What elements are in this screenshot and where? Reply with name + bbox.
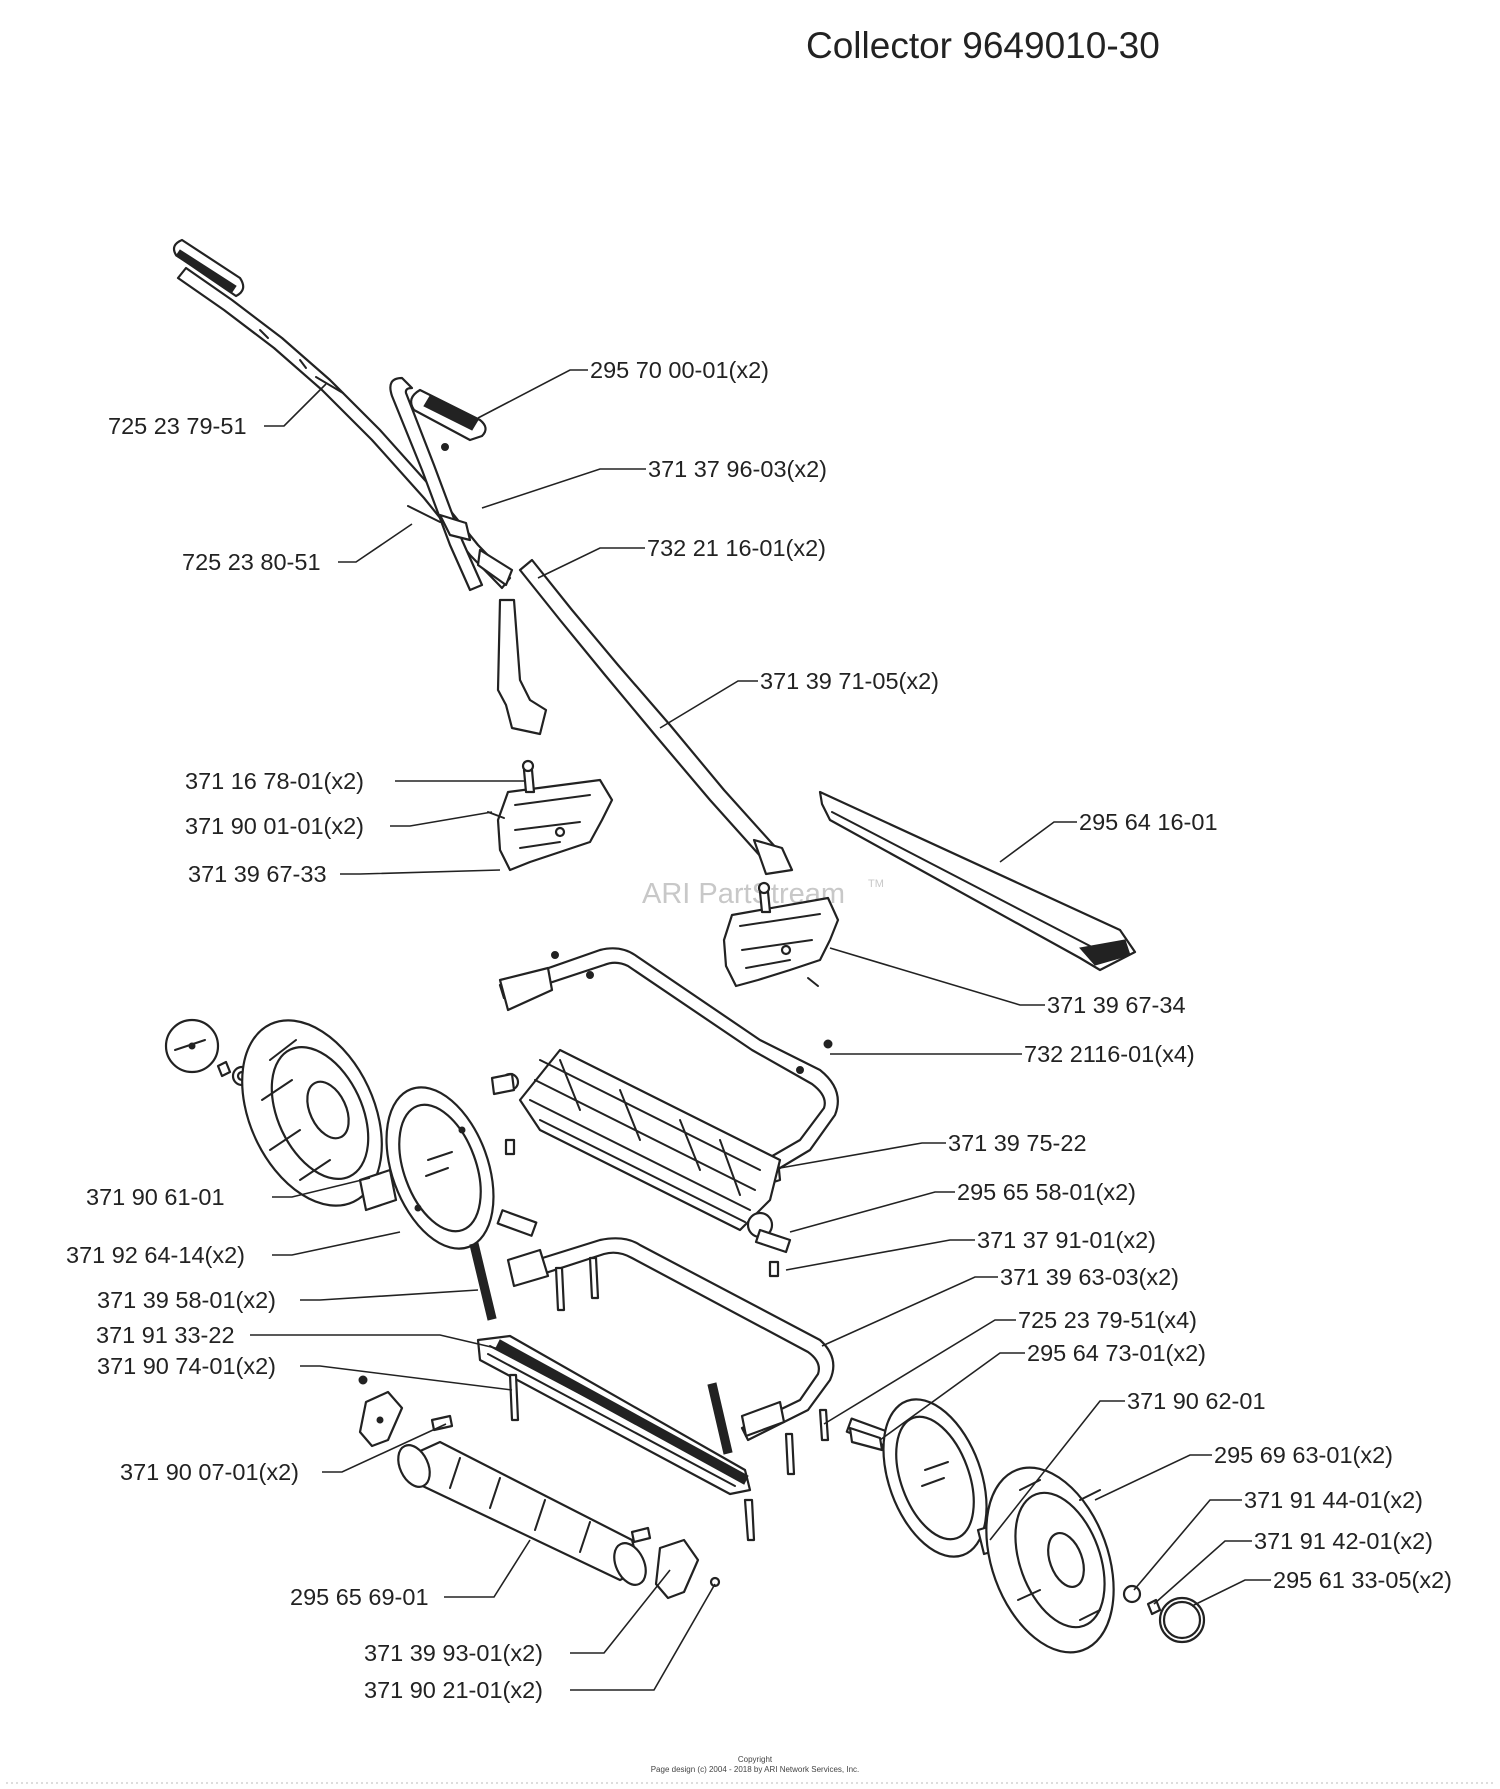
label-371-39-75-22: 371 39 75-22 (948, 1130, 1087, 1156)
label-371-90-74-01: 371 90 74-01(x2) (97, 1353, 276, 1379)
label-371-39-67-34: 371 39 67-34 (1047, 992, 1186, 1018)
label-295-61-33-05: 295 61 33-05(x2) (1273, 1567, 1452, 1593)
deflector-plate (818, 790, 1137, 972)
label-295-65-58-01: 295 65 58-01(x2) (957, 1179, 1136, 1205)
right-side-plate (722, 881, 840, 988)
copyright-line-1: Copyright (738, 1755, 773, 1764)
label-295-65-69-01: 295 65 69-01 (290, 1584, 429, 1610)
label-295-64-16-01: 295 64 16-01 (1079, 809, 1218, 835)
label-371-90-07-01: 371 90 07-01(x2) (120, 1459, 299, 1485)
watermark-trademark: TM (868, 878, 884, 890)
front-roller (358, 1375, 721, 1600)
label-371-91-44-01: 371 91 44-01(x2) (1244, 1487, 1423, 1513)
label-732-21-16-01: 732 21 16-01(x2) (647, 535, 826, 561)
label-725-23-79-51: 725 23 79-51 (108, 413, 247, 439)
parts-drawing (164, 238, 1206, 1654)
label-371-39-63-03: 371 39 63-03(x2) (1000, 1264, 1179, 1290)
copyright-line-2: Page design (c) 2004 - 2018 by ARI Netwo… (651, 1765, 860, 1774)
label-295-70-00-01: 295 70 00-01(x2) (590, 357, 769, 383)
part-number-labels: 295 70 00-01(x2) 725 23 79-51 371 37 96-… (66, 357, 1452, 1703)
label-371-39-71-05: 371 39 71-05(x2) (760, 668, 939, 694)
label-371-90-61-01: 371 90 61-01 (86, 1184, 225, 1210)
label-371-39-93-01: 371 39 93-01(x2) (364, 1640, 543, 1666)
left-side-plate (487, 759, 614, 872)
label-371-91-33-22: 371 91 33-22 (96, 1322, 235, 1348)
label-371-91-42-01: 371 91 42-01(x2) (1254, 1528, 1433, 1554)
label-725-23-79-51-x4: 725 23 79-51(x4) (1018, 1307, 1197, 1333)
label-371-90-01-01: 371 90 01-01(x2) (185, 813, 364, 839)
lower-handle (496, 558, 794, 876)
label-371-37-91-01: 371 37 91-01(x2) (977, 1227, 1156, 1253)
springs (469, 1242, 733, 1455)
label-371-90-62-01: 371 90 62-01 (1127, 1388, 1266, 1414)
upper-handle (172, 238, 538, 592)
label-371-39-58-01: 371 39 58-01(x2) (97, 1287, 276, 1313)
label-732-2116-01: 732 2116-01(x4) (1024, 1041, 1195, 1067)
label-371-92-64-14: 371 92 64-14(x2) (66, 1242, 245, 1268)
label-295-64-73-01: 295 64 73-01(x2) (1027, 1340, 1206, 1366)
label-725-23-80-51: 725 23 80-51 (182, 549, 321, 575)
reel-cylinder (490, 1048, 792, 1278)
left-wheel-assembly (164, 1018, 495, 1250)
label-371-37-96-03: 371 37 96-03(x2) (648, 456, 827, 482)
diagram-title: Collector 9649010-30 (806, 25, 1160, 66)
label-371-90-21-01: 371 90 21-01(x2) (364, 1677, 543, 1703)
label-371-39-67-33: 371 39 67-33 (188, 861, 327, 887)
right-wheel-assembly (848, 1398, 1206, 1654)
label-295-69-63-01: 295 69 63-01(x2) (1214, 1442, 1393, 1468)
bed-knife (476, 1334, 756, 1542)
leader-lines (250, 369, 1271, 1691)
lower-frame (496, 1209, 891, 1476)
label-371-16-78-01: 371 16 78-01(x2) (185, 768, 364, 794)
